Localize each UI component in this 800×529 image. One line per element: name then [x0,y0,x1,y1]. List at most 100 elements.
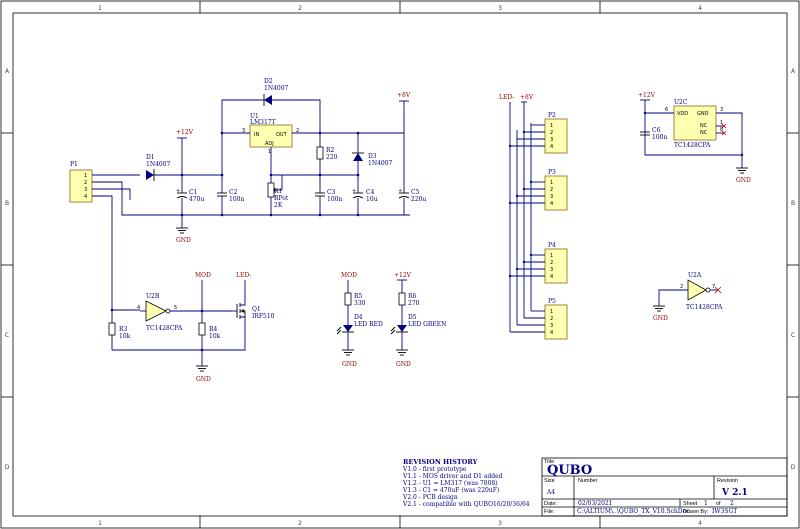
revision-line-3: V1.2 - U1 = LM317 (was 7808) [402,480,498,487]
c5-val: 220u [411,196,426,203]
d5-led[interactable]: D5 LED GREEN [390,314,446,350]
c1-capacitor[interactable]: + C1 470u [176,175,204,215]
u2b-driver[interactable]: U2B TC1428CPA 4 5 [137,293,183,332]
tb-revision: V 2.1 [721,488,748,498]
gnd-u2c: GND [736,153,751,184]
gnd-d4: GND [342,349,357,368]
u2c-pin-nc1: NC [700,123,708,129]
zone-col-1-top: 1 [98,5,102,12]
r5-resistor[interactable]: R5 330 [344,292,366,318]
c1-val: 470u [189,196,204,203]
u2c-pin-gnd: GND [697,111,709,117]
net-led-bus-label: LED- [499,94,514,101]
p1-connector[interactable]: P1 1 2 3 4 [69,161,93,203]
tb-date-label: Date: [544,501,558,507]
c2-capacitor[interactable]: C2 100n [217,175,244,215]
p4-connector[interactable]: P4 1 2 3 4 [510,242,568,284]
pwr-8v: +8V [397,92,411,133]
r2-resistor[interactable]: R2 220 [316,133,338,175]
d4-val: LED RED [354,321,383,328]
tb-sheets: 2 [730,500,734,507]
u1-val: LM317T [250,119,276,126]
r3-ref: R3 [119,326,128,333]
d2-val: 1N4007 [264,85,289,92]
p2-pin-3: 3 [550,137,553,143]
r1-val2: 2K [274,202,283,209]
d3-val: 1N4007 [368,160,393,167]
gnd-d5: GND [396,349,411,368]
u2b-pin-4: 4 [137,305,140,311]
d3-ref: D3 [368,153,377,160]
wire-driver-gnd [112,320,246,351]
p4-ref: P4 [548,242,556,249]
gnd-d4-label: GND [342,361,357,368]
revision-history: REVISION HISTORY V1.0 - first prototype … [402,458,530,508]
pwr-8v-bus: +8V [520,94,534,318]
tb-file-label: File: [544,509,555,515]
p3-pin-3: 3 [550,194,553,200]
q1-mosfet[interactable]: Q1 IRF510 [232,285,275,320]
u2c-pin-nc2: NC [700,130,708,136]
zone-row-c-left: C [5,332,9,339]
u1-regulator[interactable]: U1 LM317T IN OUT ADJ 3 2 1 [242,113,299,155]
c3-ref: C3 [327,189,336,196]
c4-capacitor[interactable]: + C4 10u [352,175,378,215]
p2-connector[interactable]: P2 1 2 3 4 [510,112,568,154]
gnd-driver-label: GND [196,376,211,383]
u2a-ref: U2A [688,272,702,279]
r6-resistor[interactable]: R6 270 [398,292,420,318]
u2c-pin-num-1: 1 [720,120,723,126]
c4-ref: C4 [366,189,375,196]
u2c-driver-power[interactable]: U2C TC1428CPA VDD GND NC NC 6 3 1 8 [665,99,723,149]
d1-val: 1N4007 [146,161,171,168]
r1-potentiometer[interactable]: R1 RPot 2K [267,173,289,215]
u2b-ref: U2B [146,293,160,300]
zone-col-4-top: 4 [698,5,702,12]
u2a-driver-unused[interactable]: U2A TC1428CPA 2 7 [658,272,723,311]
net-mod-led-label: MOD [341,272,357,279]
tb-drawn-label: Drawn By: [683,509,709,515]
u2a-pin-2: 2 [680,284,683,290]
zone-labels: 1 2 3 4 1 2 3 4 A B C D A B C D [5,5,796,527]
zone-col-2-bottom: 2 [298,520,302,527]
p2-ref: P2 [548,112,556,119]
gnd-u2c-label: GND [736,177,751,184]
p5-ref: P5 [548,298,556,305]
title-block: Title QUBO Size A4 Number Revision V 2.1… [541,457,788,517]
r3-resistor[interactable]: R3 10k [108,310,131,350]
r1-val: RPot [274,195,289,202]
p3-connector[interactable]: P3 1 2 3 4 [510,169,568,211]
tb-file: C:\ALTIUM\..\QUBO_TX_V10.SchDoc [577,508,690,515]
p5-pin-4: 4 [550,330,553,336]
p1-wires [92,174,410,311]
pwr-12v-led: +12V [394,272,412,293]
svg-text:+: + [176,188,180,194]
p2-pin-1: 1 [550,123,553,129]
u2c-pin-num-3: 3 [720,107,723,113]
u1-wires [220,131,404,177]
tb-title-label: Title [544,459,554,465]
d1-diode[interactable]: D1 1N4007 [146,154,171,181]
d4-led[interactable]: D4 LED RED [336,314,383,350]
gnd-driver: GND [196,350,211,383]
c5-capacitor[interactable]: + C5 220u [398,133,426,215]
r4-resistor[interactable]: R4 10k [198,311,221,350]
d3-diode[interactable]: D3 1N4007 [352,133,393,175]
c3-capacitor[interactable]: C3 100n [315,175,342,215]
c6-capacitor[interactable]: C6 100n [640,127,667,141]
tb-title: QUBO [547,463,592,478]
c5-ref: C5 [411,189,420,196]
r6-ref: R6 [408,293,417,300]
u2c-pin-vdd: VDD [677,111,688,117]
d2-diode[interactable]: D2 1N4007 [221,78,321,175]
zone-col-3-top: 3 [498,5,502,12]
p5-connector[interactable]: P5 1 2 3 4 [510,298,568,340]
p4-pin-4: 4 [550,274,553,280]
pwr-8v-label: +8V [397,92,411,99]
gnd-d5-label: GND [396,361,411,368]
u2c-ref: U2C [674,99,688,106]
zone-row-c-right: C [791,332,795,339]
revision-line-5: V2.0 - PCB design [402,494,458,501]
bus-junctions [508,130,533,278]
net-led-bus: LED- [499,94,514,332]
